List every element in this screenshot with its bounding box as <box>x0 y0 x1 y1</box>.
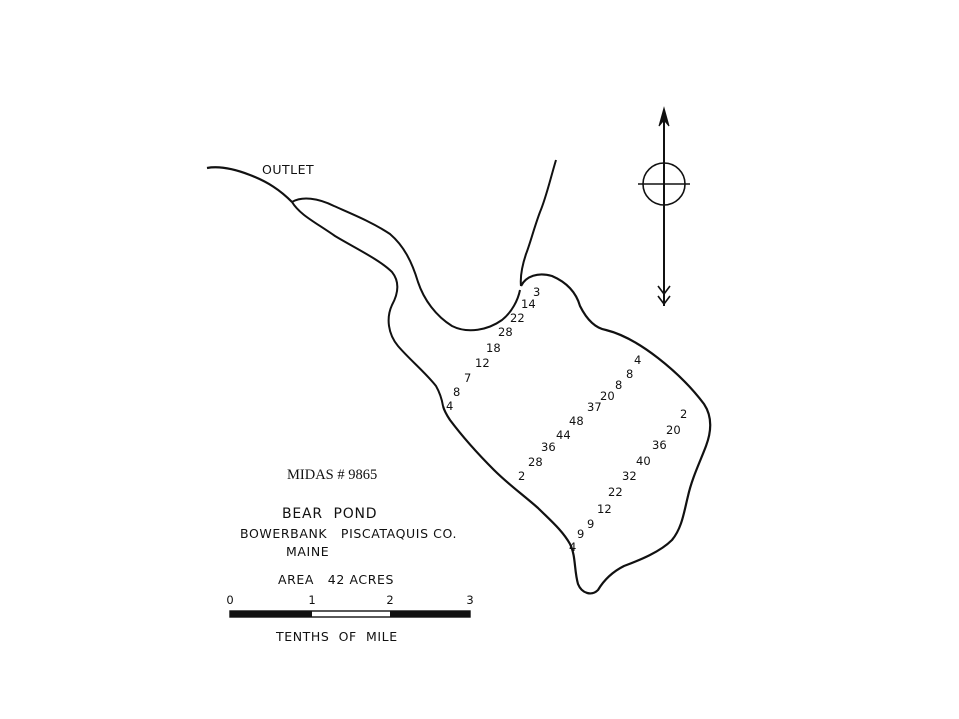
sounding: 12 <box>475 356 490 370</box>
sounding: 9 <box>587 517 594 531</box>
sounding: 7 <box>464 371 471 385</box>
area-label: AREA 42 ACRES <box>278 572 394 587</box>
pond-shoreline <box>441 273 712 595</box>
sounding-transect-2: 4 8 8 20 37 48 44 36 28 2 <box>518 353 641 483</box>
outlet-label: OUTLET <box>262 162 314 177</box>
scale-unit-label: TENTHS OF MILE <box>275 629 398 644</box>
sounding: 14 <box>521 297 536 311</box>
outlet-stream-upper-bank <box>291 197 521 332</box>
scale-tick-1: 1 <box>308 593 315 607</box>
sounding: 18 <box>486 341 501 355</box>
sounding: 32 <box>622 469 637 483</box>
sounding: 20 <box>600 389 615 403</box>
scale-tick-3: 3 <box>466 593 473 607</box>
state-label: MAINE <box>286 544 329 559</box>
sounding: 28 <box>498 325 513 339</box>
sounding: 28 <box>528 455 543 469</box>
scale-tick-2: 2 <box>386 593 393 607</box>
scale-tick-0: 0 <box>226 593 233 607</box>
sounding: 4 <box>569 540 576 554</box>
scale-bar: 0 1 2 3 <box>226 593 474 618</box>
midas-label: MIDAS # 9865 <box>287 467 377 483</box>
sounding: 8 <box>453 385 460 399</box>
sounding-transect-1: 3 14 22 28 18 12 7 8 4 <box>446 285 540 413</box>
sounding: 48 <box>569 414 584 428</box>
pond-name: BEAR POND <box>282 506 377 522</box>
sounding: 37 <box>587 400 602 414</box>
sounding: 40 <box>636 454 651 468</box>
sounding: 4 <box>634 353 641 367</box>
sounding: 36 <box>541 440 556 454</box>
sounding: 9 <box>577 527 584 541</box>
sounding: 44 <box>556 428 571 442</box>
sounding: 20 <box>666 423 681 437</box>
inlet-stream <box>519 159 557 287</box>
sounding: 8 <box>626 367 633 381</box>
north-arrow-icon <box>638 106 690 306</box>
sounding: 2 <box>680 407 687 421</box>
sounding: 22 <box>608 485 623 499</box>
sounding: 8 <box>615 378 622 392</box>
outlet-stream-bank <box>291 201 444 407</box>
sounding: 22 <box>510 311 525 325</box>
sounding: 12 <box>597 502 612 516</box>
sounding: 3 <box>533 285 540 299</box>
outlet-stream <box>206 166 293 203</box>
sounding-transect-3: 2 20 36 40 32 22 12 9 9 4 <box>569 407 687 554</box>
sounding: 4 <box>446 399 453 413</box>
sounding: 2 <box>518 469 525 483</box>
sounding: 36 <box>652 438 667 452</box>
location-line: BOWERBANK PISCATAQUIS CO. <box>240 526 457 541</box>
